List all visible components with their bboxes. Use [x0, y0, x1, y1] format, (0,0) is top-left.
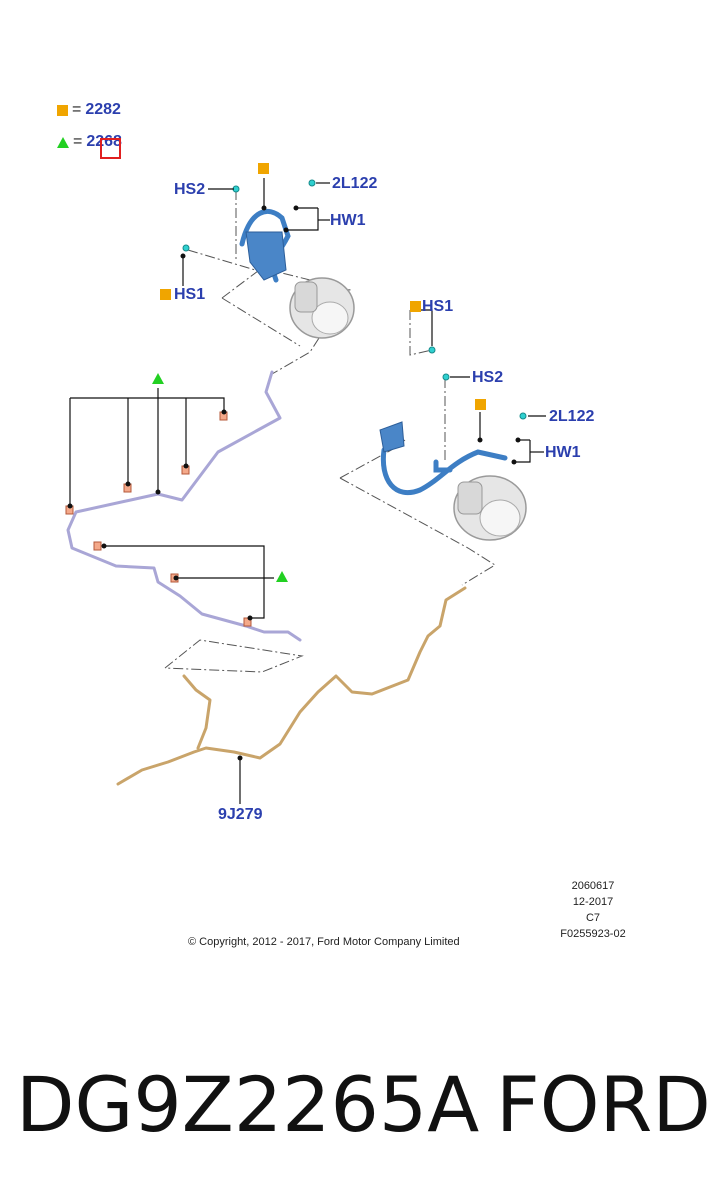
label-hs2-right: HS2: [472, 369, 504, 386]
lavender-brake-line: [66, 370, 302, 642]
left-caliper: [289, 277, 355, 339]
brand-name: FORD: [496, 1060, 708, 1149]
label-hw1-left: HW1: [330, 212, 366, 229]
leader-lines: [69, 178, 546, 804]
meta-line-4: F0255923-02: [560, 928, 626, 940]
right-caliper: [453, 475, 527, 541]
label-2l122-right: 2L122: [549, 408, 595, 425]
green-triangle-icon: [57, 136, 69, 148]
tan-brake-line: [116, 586, 467, 786]
label-9j279: 9J279: [218, 806, 263, 823]
callout-symbols: [152, 163, 486, 582]
orange-square-icon: [57, 104, 68, 116]
drawing-metadata: 2060617 12-2017 C7 F0255923-02: [556, 878, 630, 942]
label-hs2-left: HS2: [174, 181, 206, 198]
green-triangle-icon: [276, 571, 288, 582]
brake-line-diagram: [65, 163, 546, 804]
right-bracket: [379, 421, 405, 453]
legend-square-value: 2282: [85, 101, 121, 118]
footer: DG9Z2265A FORD: [0, 1000, 708, 1200]
orange-square-icon: [410, 301, 421, 312]
orange-square-icon: [475, 399, 486, 410]
orange-square-icon: [258, 163, 269, 174]
right-brake-hose: [380, 447, 508, 496]
legend-row-triangle: = 2268: [57, 133, 122, 151]
green-triangle-icon: [152, 373, 164, 384]
legend-equals: =: [72, 101, 82, 118]
legend-triangle-value: 2268: [86, 133, 122, 150]
legend-row-square: = 2282: [57, 101, 121, 119]
highlight-box: [100, 138, 121, 159]
label-2l122-left: 2L122: [332, 175, 378, 192]
part-number: DG9Z2265A: [16, 1060, 480, 1149]
label-hs1-right: HS1: [422, 298, 454, 315]
meta-line-3: C7: [585, 912, 601, 924]
label-hw1-right: HW1: [545, 444, 581, 461]
left-bracket: [245, 231, 287, 281]
leader-dots: [67, 205, 521, 761]
legend-equals: =: [73, 133, 83, 150]
orange-square-icon: [160, 289, 171, 300]
meta-line-1: 2060617: [571, 880, 615, 892]
bleeder-screws: [182, 179, 527, 420]
meta-line-2: 12-2017: [572, 896, 614, 908]
copyright-notice: © Copyright, 2012 - 2017, Ford Motor Com…: [188, 936, 460, 948]
label-hs1-left: HS1: [174, 286, 206, 303]
